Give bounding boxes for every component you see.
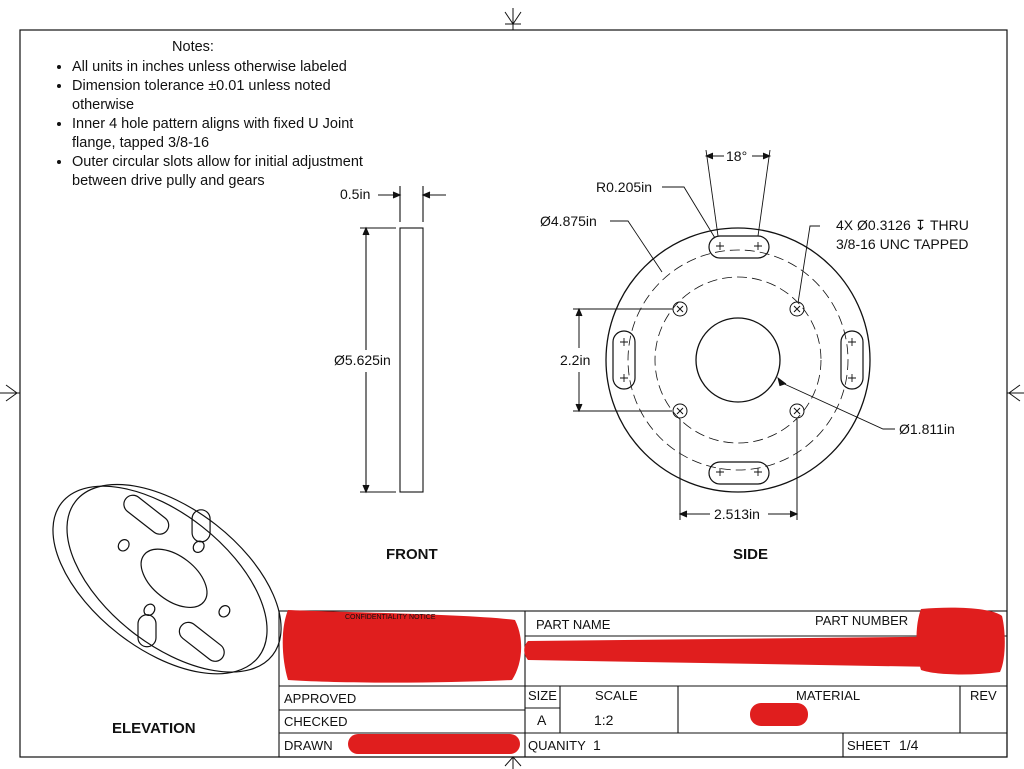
side-view	[573, 149, 895, 520]
bolt-circle-outer	[627, 249, 849, 471]
outer-circle	[605, 227, 871, 493]
scale-value: 1:2	[594, 712, 614, 728]
approved-label: APPROVED	[284, 691, 357, 706]
front-view-label: FRONT	[386, 546, 438, 563]
title-block	[278, 610, 1008, 758]
checked-label: CHECKED	[284, 714, 348, 729]
note-item: Dimension tolerance ±0.01 unless noted o…	[72, 77, 372, 115]
scale-label: SCALE	[595, 688, 638, 703]
slot-top	[708, 235, 770, 259]
slot-bottom	[708, 461, 770, 485]
sheet-value: 1/4	[899, 737, 919, 753]
note-item: Inner 4 hole pattern aligns with fixed U…	[72, 115, 382, 153]
confidentiality-label: CONFIDENTIALITY NOTICE	[345, 614, 436, 621]
thickness-dim: 0.5in	[340, 186, 371, 202]
slot-radius-dim: R0.205in	[596, 179, 653, 195]
center-bore-dim: Ø1.811in	[899, 421, 955, 437]
part-name-label: PART NAME	[536, 617, 611, 632]
drawn-label: DRAWN	[284, 738, 333, 753]
bolt-circle-dim: Ø4.875in	[540, 213, 597, 229]
hole-callout-line2: 3/8-16 UNC TAPPED	[836, 236, 969, 252]
quantity-value: 1	[593, 737, 601, 753]
slot-angle-dim: 18°	[726, 148, 748, 164]
redactions	[282, 607, 1005, 754]
note-item: All units in inches unless otherwise lab…	[72, 58, 388, 77]
centering-marks	[0, 8, 1024, 769]
size-value: A	[537, 712, 547, 728]
slot-right	[840, 330, 864, 390]
notes-list: All units in inches unless otherwise lab…	[28, 58, 388, 191]
side-view-label: SIDE	[733, 546, 769, 563]
note-item: Outer circular slots allow for initial a…	[72, 153, 372, 191]
elevation-view-label: ELEVATION	[112, 720, 196, 737]
notes-heading: Notes:	[172, 39, 214, 55]
rev-label: REV	[970, 688, 997, 703]
hole-pattern-vertical-dim: 2.2in	[560, 352, 591, 368]
notes-block: Notes: All units in inches unless otherw…	[28, 38, 388, 191]
bolt-circle-inner	[654, 276, 822, 444]
hole-pattern-horizontal-dim: 2.513in	[714, 506, 760, 522]
part-number-label: PART NUMBER	[815, 613, 909, 628]
material-label: MATERIAL	[796, 688, 861, 703]
elevation-view	[52, 483, 282, 675]
slot-left	[612, 330, 636, 390]
hole-callout-line1: 4X Ø0.3126 ↧ THRU	[836, 217, 969, 233]
sheet-label: SHEET	[847, 738, 891, 753]
front-view	[360, 186, 446, 494]
outer-diameter-dim: Ø5.625in	[334, 352, 391, 368]
quantity-label: QUANITY	[528, 738, 586, 753]
center-bore	[695, 317, 781, 403]
size-label: SIZE	[528, 688, 557, 703]
